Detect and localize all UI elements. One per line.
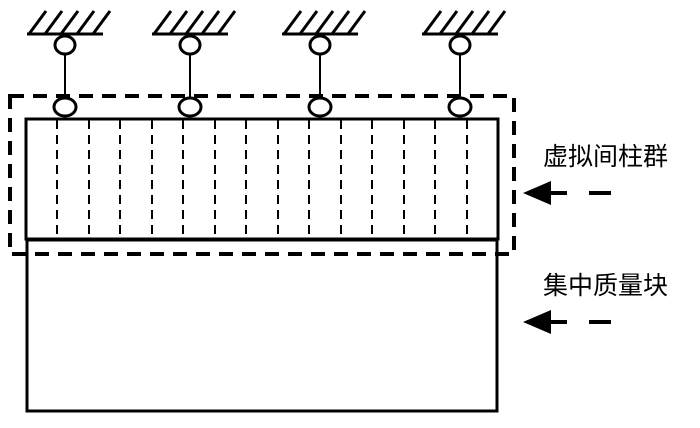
pendulum-support [282,10,367,118]
fixed-support-icon [282,10,367,36]
pin-joint-icon [447,96,473,118]
pin-joint-icon [448,34,472,56]
fixed-support-icon [422,10,507,36]
pin-joint-icon [53,34,77,56]
pin-joint-icon [178,34,202,56]
fixed-support-icon [27,10,112,36]
arrow-left-icon [523,310,611,334]
pendulum-support [422,10,507,118]
pendulum-support [27,10,112,118]
pin-joint-icon [52,96,78,118]
pin-joint-icon [177,96,203,118]
arrow-left-icon [523,181,611,205]
pin-joint-icon [307,96,333,118]
inner-dashed-columns [56,120,468,238]
column-frame [24,117,500,241]
fixed-support-icon [152,10,237,36]
virtual-column-group-outline [8,94,516,256]
pendulum-support [152,10,237,118]
supports-group [27,10,507,118]
lumped-mass-block [25,238,499,413]
pin-joint-icon [308,34,332,56]
lumped-mass-label: 集中质量块 [543,271,669,300]
virtual-column-group-label: 虚拟间柱群 [543,142,669,171]
